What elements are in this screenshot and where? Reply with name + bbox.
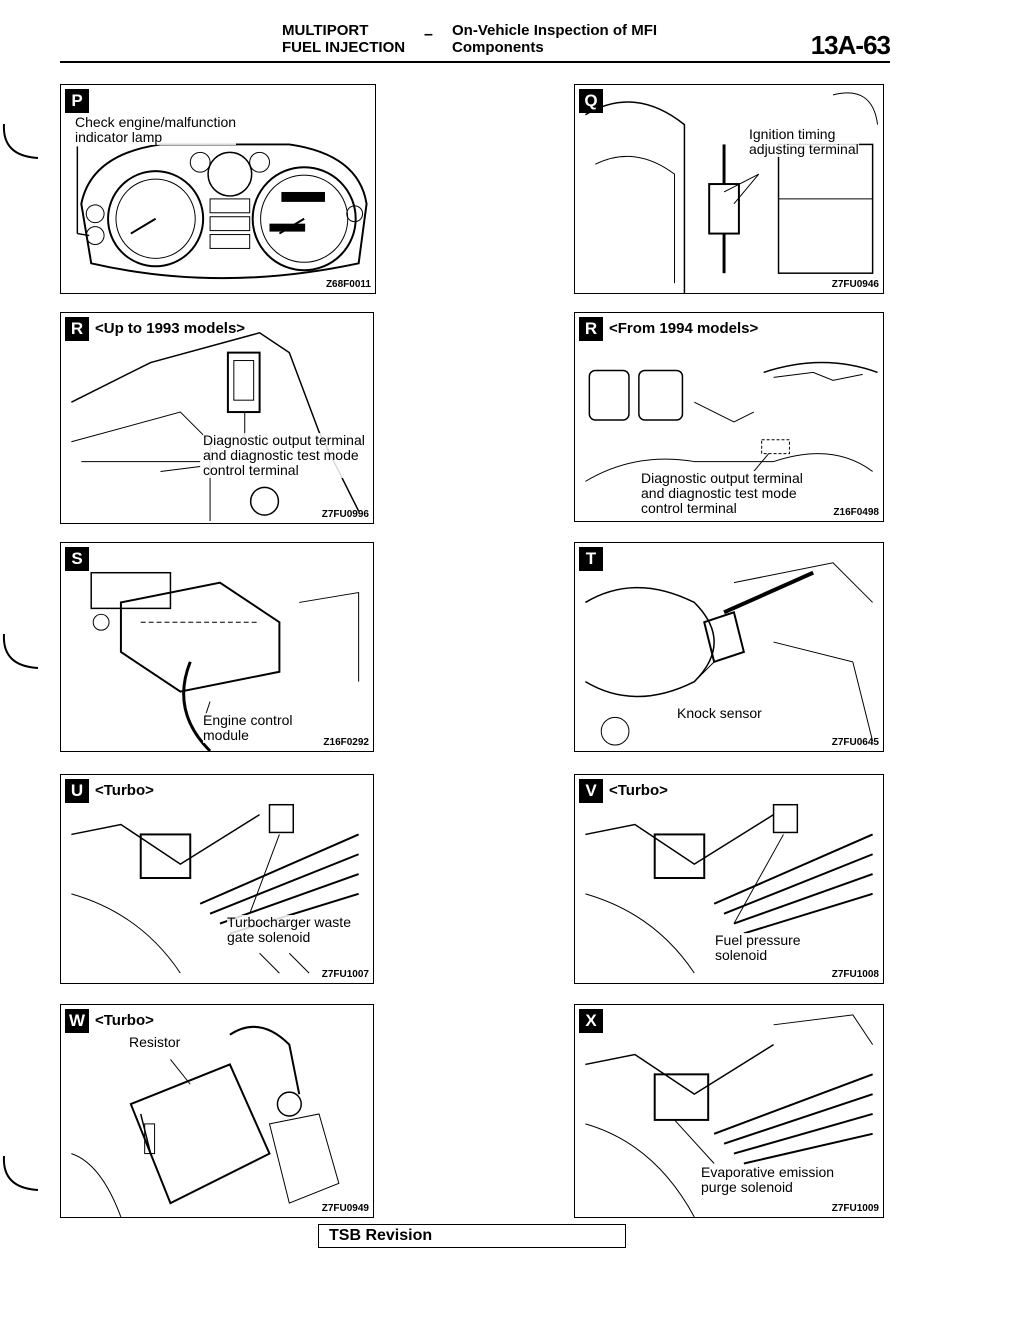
callout-line: Diagnostic output terminal: [641, 470, 803, 486]
figure-code: Z7FU0946: [831, 279, 879, 290]
header-rule: [60, 61, 890, 63]
fuel-pressure-solenoid-illustration: [585, 803, 874, 974]
figure-panel-v: V <Turbo> Fuel pressure solenoid Z7FU100…: [574, 774, 884, 984]
figure-panel-x: X Evaporative emission purge solenoid Z7…: [574, 1004, 884, 1218]
callout-label: Engine control module: [203, 713, 293, 743]
page-title-line2: Components: [452, 39, 544, 56]
binder-hole-mark-top: [2, 123, 39, 159]
callout-line: indicator lamp: [75, 129, 163, 145]
callout-line: and diagnostic test mode: [203, 447, 359, 463]
binder-hole-mark-middle: [2, 633, 39, 669]
callout-line: module: [203, 727, 249, 743]
resistor-illustration: [71, 1025, 340, 1217]
page-title-line1: On-Vehicle Inspection of MFI: [452, 22, 658, 39]
callout-line: Knock sensor: [677, 705, 762, 721]
callout-line: gate solenoid: [227, 929, 311, 945]
callout-line: adjusting terminal: [749, 141, 859, 157]
section-title-line2: FUEL INJECTION: [282, 39, 406, 56]
panel-letter: R: [579, 317, 603, 341]
panel-letter: Q: [579, 89, 603, 113]
callout-label: Diagnostic output terminal and diagnosti…: [203, 433, 365, 478]
callout-line: control terminal: [203, 462, 299, 478]
panel-subtitle: <From 1994 models>: [609, 320, 759, 337]
panel-subtitle: <Turbo>: [95, 782, 154, 799]
callout-line: Diagnostic output terminal: [203, 432, 365, 448]
panel-letter: X: [579, 1009, 603, 1033]
figure-code: Z16F0292: [323, 737, 369, 748]
purge-solenoid-illustration: [585, 1014, 874, 1217]
callout-line: solenoid: [715, 947, 768, 963]
figure-panel-q: Q Ignition timing adjusting terminal Z7F…: [574, 84, 884, 294]
figure-code: Z7FU1009: [831, 1203, 879, 1214]
header-separator: –: [424, 26, 433, 43]
panel-letter: P: [65, 89, 89, 113]
knock-sensor-illustration: [584, 562, 874, 746]
callout-label: Diagnostic output terminal and diagnosti…: [641, 471, 803, 516]
panel-letter: U: [65, 779, 89, 803]
turbo-wastegate-solenoid-illustration: [71, 803, 360, 974]
callout-line: Fuel pressure: [715, 932, 801, 948]
dash-underside-illustration: [71, 332, 360, 522]
figure-code: Z68F0011: [325, 279, 371, 290]
dash-lower-panel-illustration: [585, 361, 878, 482]
figure-code: Z7FU0996: [321, 509, 369, 520]
panel-letter: W: [65, 1009, 89, 1033]
figure-code: Z7FU0949: [321, 1203, 369, 1214]
figure-panel-w: W <Turbo> Resistor Z7FU0949: [60, 1004, 374, 1218]
callout-line: Resistor: [129, 1034, 181, 1050]
panel-letter: V: [579, 779, 603, 803]
figure-panel-t: T Knock sensor Z7FU0645: [574, 542, 884, 752]
figure-panel-s: S Engine control module Z16F0292: [60, 542, 374, 752]
panel-subtitle: <Turbo>: [609, 782, 668, 799]
figure-panel-p: P Check engine/malfunction indicator lam…: [60, 84, 376, 294]
callout-line: Ignition timing: [749, 126, 836, 142]
callout-label: Knock sensor: [677, 706, 762, 721]
callout-label: Fuel pressure solenoid: [715, 933, 801, 963]
figure-code: Z7FU1007: [321, 969, 369, 980]
binder-hole-mark-bottom: [2, 1155, 39, 1191]
figure-panel-r-late: R <From 1994 models> Diagnostic output t…: [574, 312, 884, 522]
tsb-revision-box: TSB Revision: [318, 1224, 626, 1248]
callout-line: Engine control: [203, 712, 293, 728]
callout-line: purge solenoid: [701, 1179, 793, 1195]
figure-panel-r-early: R <Up to 1993 models> Diagnostic output …: [60, 312, 374, 524]
panel-letter: T: [579, 547, 603, 571]
figure-code: Z7FU1008: [831, 969, 879, 980]
callout-line: and diagnostic test mode: [641, 485, 797, 501]
panel-letter: S: [65, 547, 89, 571]
callout-label: Resistor: [129, 1034, 181, 1050]
callout-label: Check engine/malfunction indicator lamp: [75, 114, 237, 145]
panel-subtitle: <Up to 1993 models>: [95, 320, 246, 337]
instrument-cluster-illustration: [76, 143, 368, 280]
callout-line: Evaporative emission: [701, 1164, 835, 1180]
page-number: 13A-63: [810, 30, 891, 60]
figure-panel-u: U <Turbo> Turbocharger waste gate soleno…: [60, 774, 374, 984]
engine-bay-illustration: [584, 92, 879, 293]
panel-subtitle: <Turbo>: [95, 1012, 154, 1029]
figure-code: Z16F0498: [833, 507, 879, 518]
panel-letter: R: [65, 317, 89, 341]
callout-label: Turbocharger waste gate solenoid: [227, 915, 351, 945]
callout-line: Turbocharger waste: [227, 914, 351, 930]
callout-line: Check engine/malfunction: [75, 114, 237, 130]
section-title-line1: MULTIPORT: [282, 22, 369, 39]
callout-line: control terminal: [641, 500, 737, 516]
page-title: On-Vehicle Inspection of MFI Components: [452, 22, 657, 56]
section-title: MULTIPORT FUEL INJECTION: [282, 22, 405, 56]
callout-label: Ignition timing adjusting terminal: [749, 127, 859, 157]
engine-control-module-illustration: [90, 571, 360, 751]
figure-code: Z7FU0645: [831, 737, 879, 748]
callout-label: Evaporative emission purge solenoid: [701, 1164, 835, 1195]
